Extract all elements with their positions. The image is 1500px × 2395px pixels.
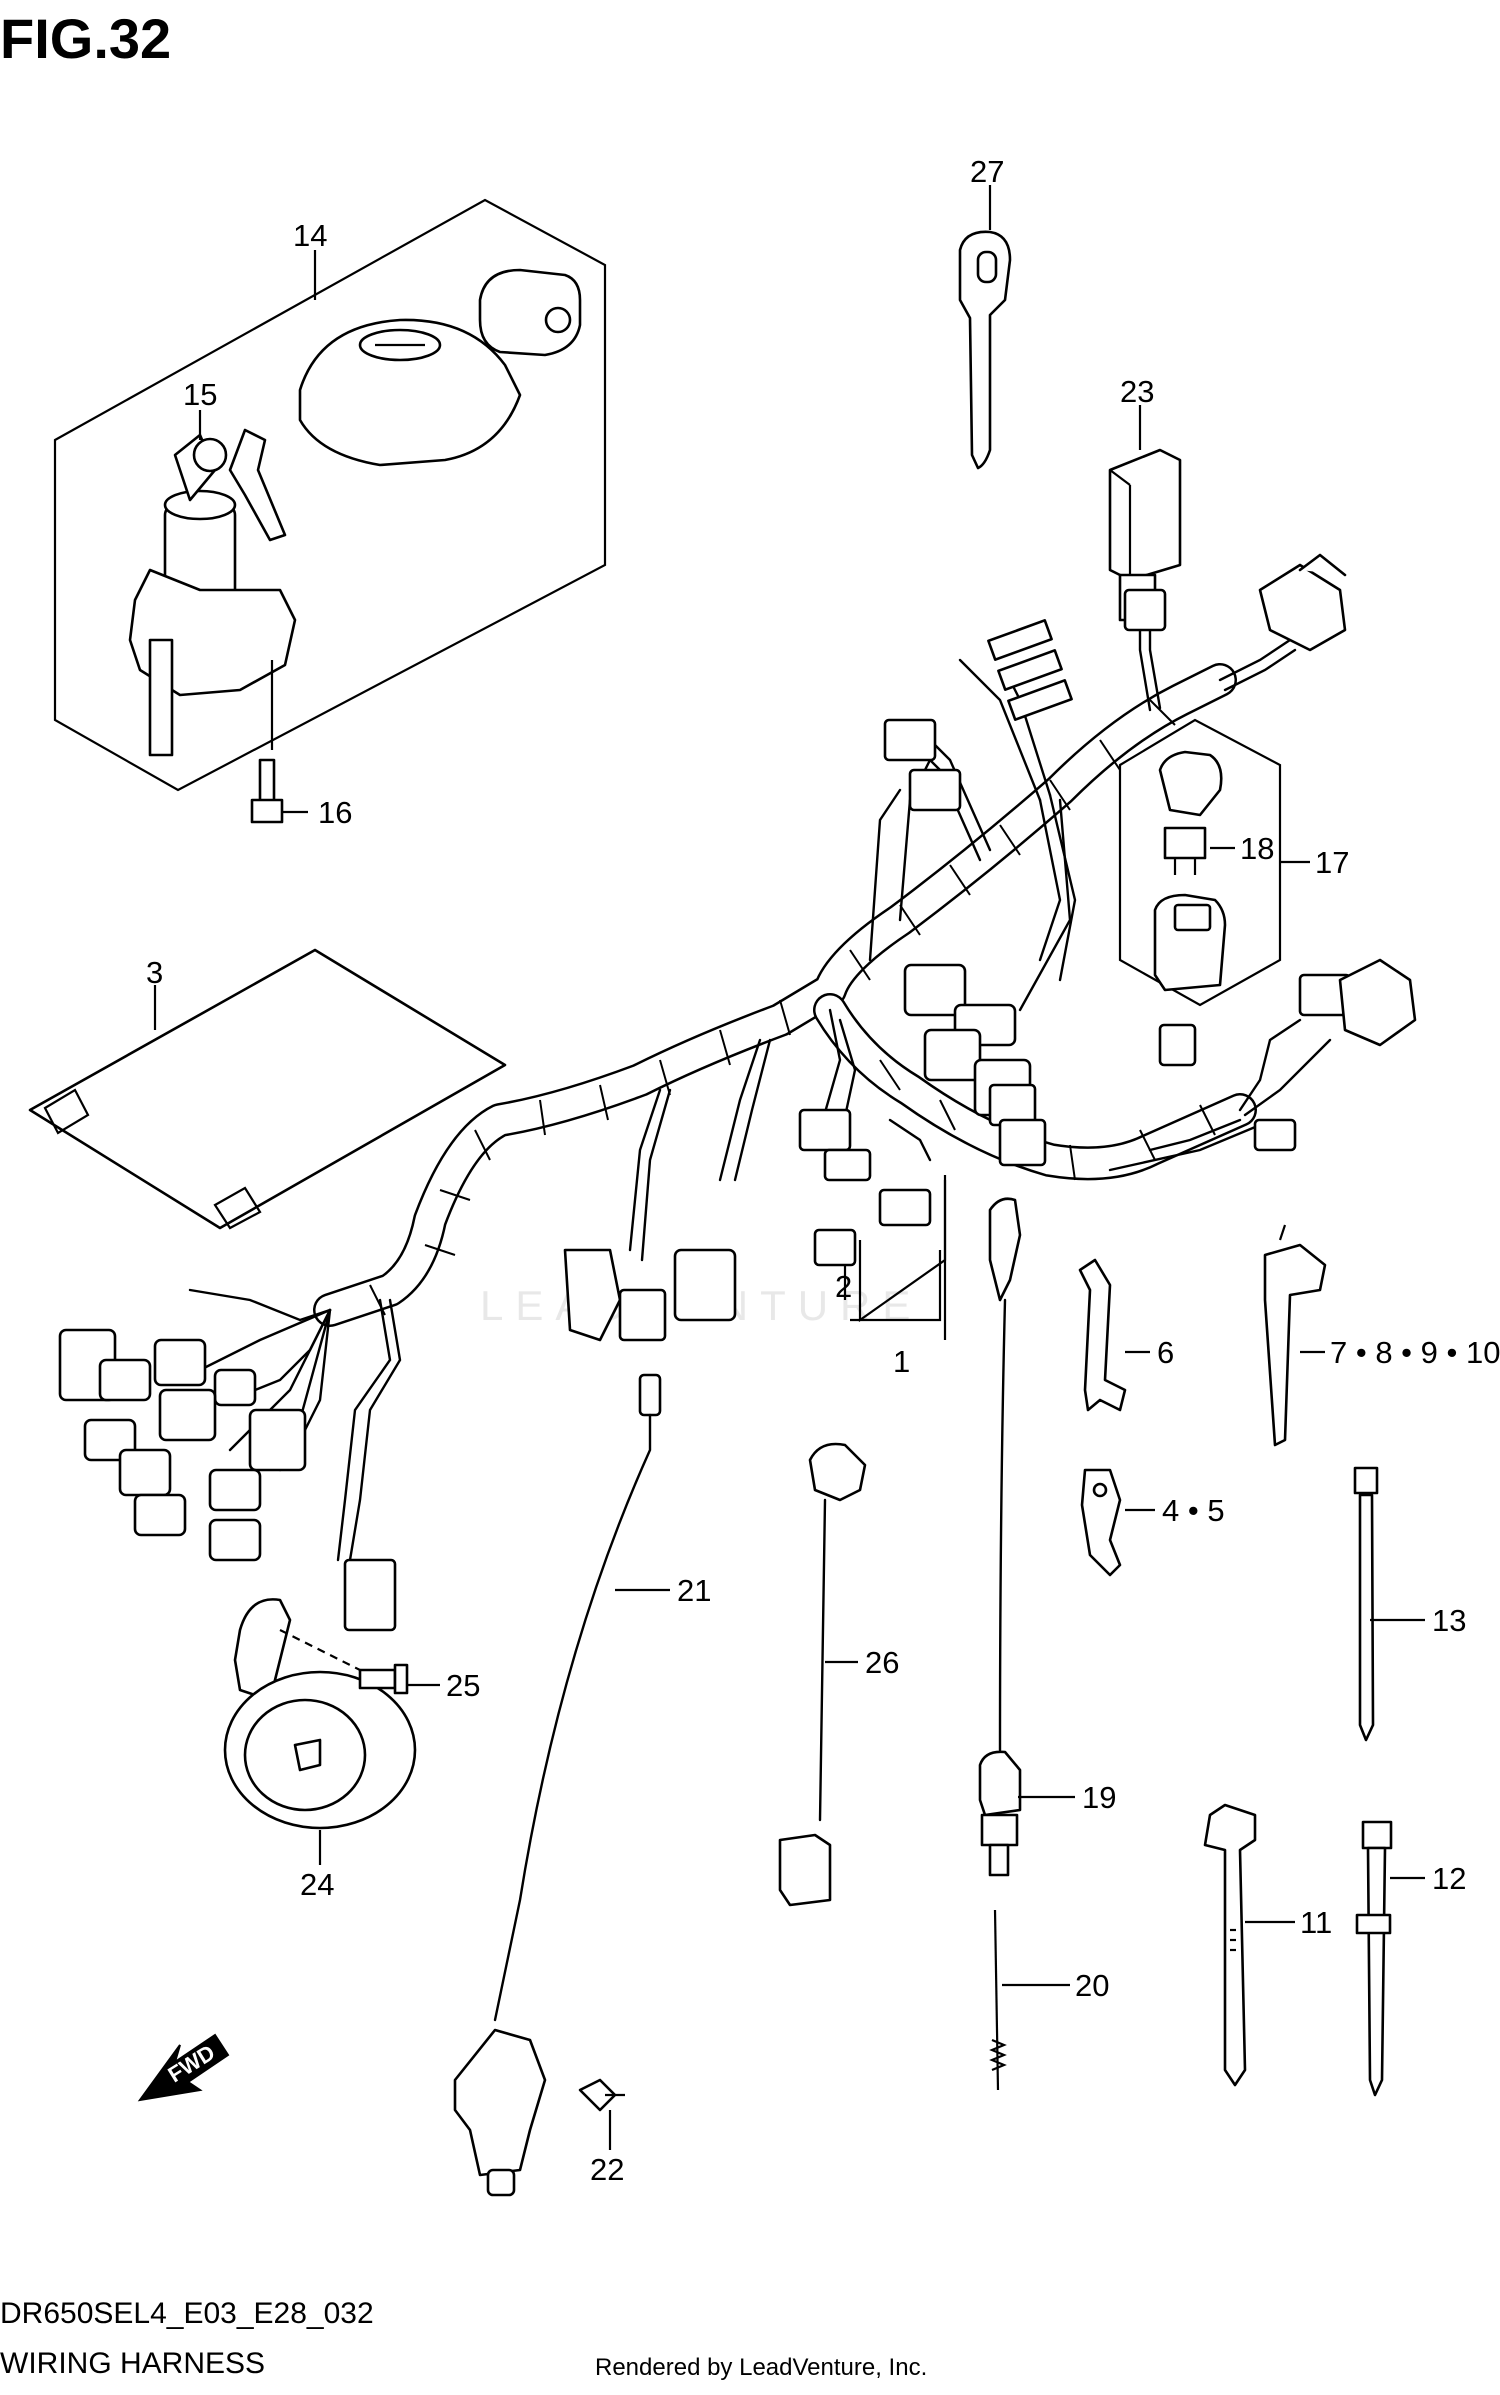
callout-4-5: 4 • 5 xyxy=(1162,1493,1225,1528)
mounting-bolt[interactable] xyxy=(250,758,284,824)
clamp-4-5[interactable] xyxy=(1080,1468,1122,1577)
sensor-lead[interactable] xyxy=(778,1442,867,1907)
callout-20: 20 xyxy=(1075,1968,1109,2003)
horn[interactable] xyxy=(223,1598,417,1830)
callout-27: 27 xyxy=(970,154,1004,189)
fuse-box-body[interactable] xyxy=(1153,893,1227,992)
callout-21: 21 xyxy=(677,1573,711,1608)
callout-15: 15 xyxy=(183,377,217,412)
figure-title: FIG.32 xyxy=(0,7,171,70)
callout-24: 24 xyxy=(300,1867,334,1902)
callout-13: 13 xyxy=(1432,1603,1466,1638)
callout-18: 18 xyxy=(1240,831,1274,866)
callout-3: 3 xyxy=(146,955,163,990)
seat-lock-cylinder[interactable] xyxy=(478,268,582,357)
main-wiring-harness[interactable] xyxy=(58,553,1417,1632)
callout-12: 12 xyxy=(1432,1861,1466,1896)
callout-26: 26 xyxy=(865,1645,899,1680)
fuse-box-group[interactable] xyxy=(1118,718,1282,1007)
diagram-name: WIRING HARNESS xyxy=(0,2347,265,2380)
spring-pin[interactable] xyxy=(989,1909,1007,2091)
cable-tie-12[interactable] xyxy=(1355,1820,1393,2097)
fuse[interactable] xyxy=(1163,826,1207,875)
callout-1: 1 xyxy=(893,1344,910,1379)
callout-23: 23 xyxy=(1120,374,1154,409)
callouts: 14 15 16 3 27 23 18 17 2 1 6 7 • 8 • 9 •… xyxy=(146,154,1500,2187)
callout-7-10: 7 • 8 • 9 • 10 xyxy=(1330,1335,1500,1370)
callout-6: 6 xyxy=(1157,1335,1174,1370)
fwd-arrow: FWD xyxy=(137,2033,230,2102)
leader-lines xyxy=(153,185,1425,2150)
clamp-6[interactable] xyxy=(1078,1258,1127,1412)
callout-22: 22 xyxy=(590,2152,624,2187)
ignition-switch[interactable] xyxy=(128,428,297,757)
diagram-code: DR650SEL4_E03_E28_032 xyxy=(0,2297,374,2330)
callout-11: 11 xyxy=(1300,1905,1332,1940)
callout-2: 2 xyxy=(835,1269,852,1304)
callout-19: 19 xyxy=(1082,1780,1116,1815)
clamp-7-10[interactable] xyxy=(1263,1224,1327,1447)
fuse-box-cover[interactable] xyxy=(1158,750,1223,817)
fuel-tank-cap[interactable] xyxy=(298,318,522,467)
horn-bolt[interactable] xyxy=(358,1663,409,1695)
cable-tie-11[interactable] xyxy=(1203,1803,1257,2087)
cable-tie-13[interactable] xyxy=(1353,1466,1379,1742)
temperature-switch-lead[interactable] xyxy=(978,1197,1022,1877)
callout-25: 25 xyxy=(446,1668,480,1703)
callout-14: 14 xyxy=(293,218,327,253)
callout-17: 17 xyxy=(1315,845,1349,880)
ignition-key[interactable] xyxy=(958,230,1012,470)
wiring-diagram-sheet[interactable] xyxy=(28,948,507,1230)
render-credit: Rendered by LeadVenture, Inc. xyxy=(595,2354,927,2381)
side-stand-screw[interactable] xyxy=(578,2078,625,2112)
callout-16: 16 xyxy=(318,795,352,830)
ignition-switch-set[interactable] xyxy=(53,198,607,792)
side-stand-switch[interactable] xyxy=(453,1373,662,2197)
